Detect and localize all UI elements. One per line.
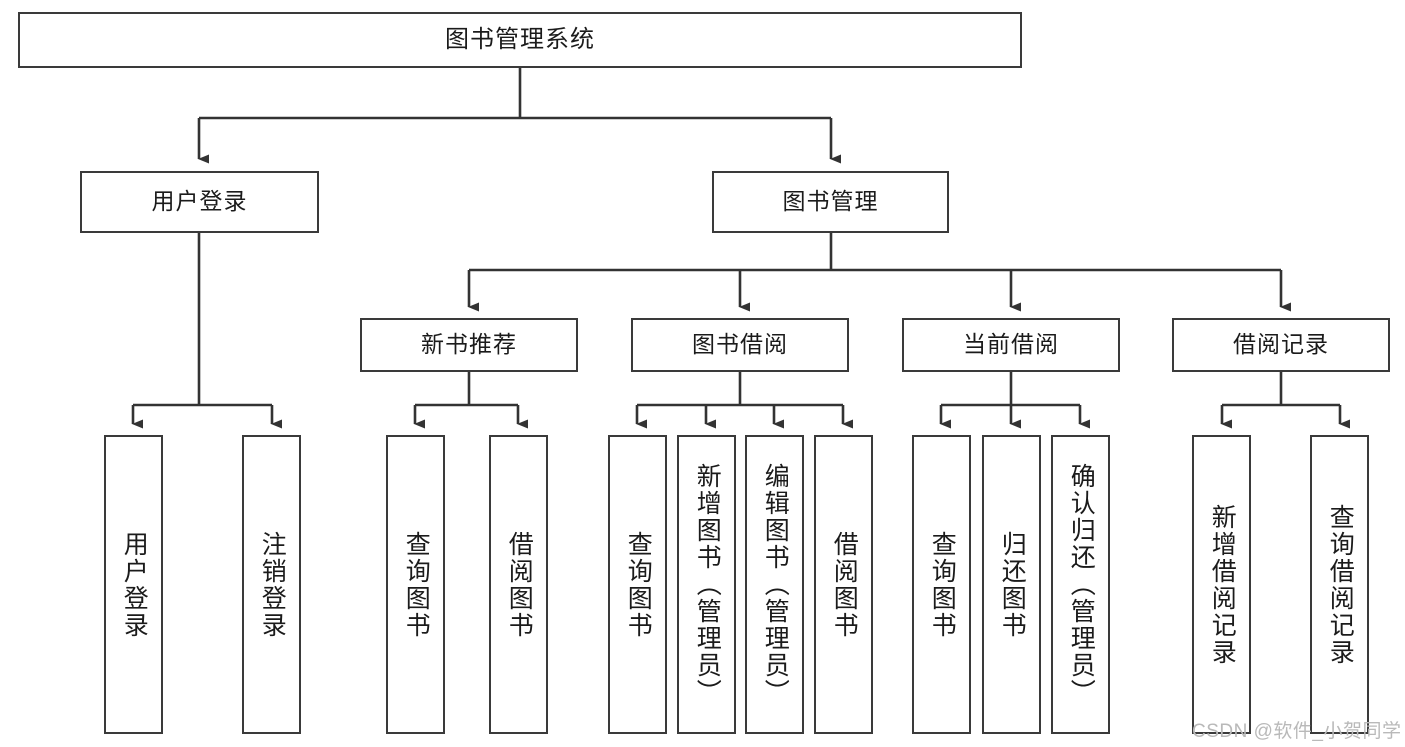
node-leaf-query-book-3[interactable]: 查询图书 [912,435,971,734]
node-book-manage[interactable]: 图书管理 [712,171,949,233]
node-book-borrow[interactable]: 图书借阅 [631,318,849,372]
node-leaf-query-book-2[interactable]: 查询图书 [608,435,667,734]
node-borrow-record-label: 借阅记录 [1233,331,1329,358]
node-root[interactable]: 图书管理系统 [18,12,1022,68]
node-leaf-return-book[interactable]: 归还图书 [982,435,1041,734]
node-leaf-confirm-return[interactable]: 确认归还（管理员） [1051,435,1110,734]
node-leaf-query-book-1[interactable]: 查询图书 [386,435,445,734]
node-leaf-edit-book[interactable]: 编辑图书（管理员） [745,435,804,734]
node-leaf-add-record[interactable]: 新增借阅记录 [1192,435,1251,734]
node-leaf-borrow-book-2[interactable]: 借阅图书 [814,435,873,734]
node-leaf-borrow-book-1[interactable]: 借阅图书 [489,435,548,734]
node-book-borrow-label: 图书借阅 [692,331,788,358]
node-leaf-logout-login[interactable]: 注销登录 [242,435,301,734]
node-leaf-query-record[interactable]: 查询借阅记录 [1310,435,1369,734]
node-leaf-edit-book-label: 编辑图书（管理员） [761,463,790,706]
node-leaf-add-book[interactable]: 新增图书（管理员） [677,435,736,734]
node-leaf-query-book-1-label: 查询图书 [402,530,431,639]
csdn-watermark: CSDN @软件_小贺同学 [1192,721,1402,742]
node-leaf-add-record-label: 新增借阅记录 [1208,503,1237,666]
node-borrow-record[interactable]: 借阅记录 [1172,318,1390,372]
node-leaf-query-book-2-label: 查询图书 [624,530,653,639]
node-leaf-confirm-return-label: 确认归还（管理员） [1067,463,1096,706]
node-leaf-add-book-label: 新增图书（管理员） [693,463,722,706]
node-leaf-query-record-label: 查询借阅记录 [1326,503,1355,666]
node-leaf-return-book-label: 归还图书 [998,530,1027,639]
node-book-manage-label: 图书管理 [782,188,879,215]
node-leaf-user-login[interactable]: 用户登录 [104,435,163,734]
node-leaf-user-login-label: 用户登录 [120,530,149,639]
node-current-borrow-label: 当前借阅 [963,331,1059,358]
node-new-book-recommend-label: 新书推荐 [421,331,517,358]
node-leaf-borrow-book-1-label: 借阅图书 [505,530,534,639]
node-user-login[interactable]: 用户登录 [80,171,319,233]
node-leaf-borrow-book-2-label: 借阅图书 [830,530,859,639]
node-leaf-query-book-3-label: 查询图书 [928,530,957,639]
node-user-login-label: 用户登录 [151,188,248,215]
node-leaf-logout-login-label: 注销登录 [258,530,287,639]
node-new-book-recommend[interactable]: 新书推荐 [360,318,578,372]
node-root-label: 图书管理系统 [445,25,595,53]
node-current-borrow[interactable]: 当前借阅 [902,318,1120,372]
